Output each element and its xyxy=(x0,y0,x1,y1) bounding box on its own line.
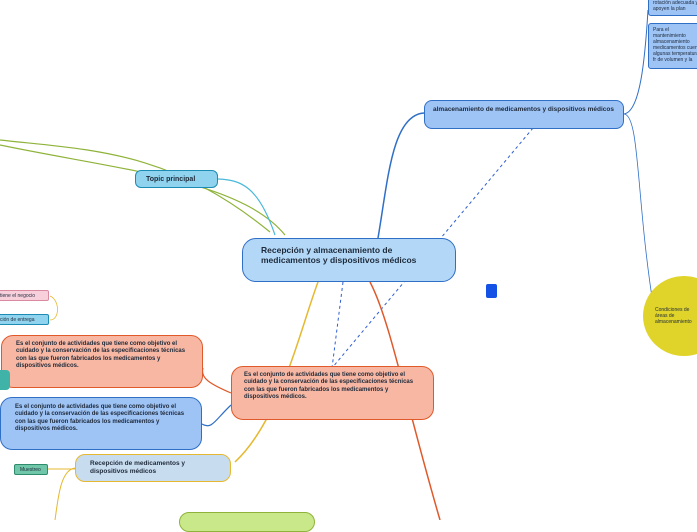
conditions-connector xyxy=(623,113,655,311)
tag-negocio[interactable]: tiene el negocio xyxy=(0,290,49,301)
salmon-left-connector xyxy=(201,367,232,394)
definition-node[interactable]: Es el conjunto de actividades que tiene … xyxy=(231,366,434,420)
olive-connector xyxy=(0,144,286,236)
topic-node[interactable]: Topic principal xyxy=(135,170,218,188)
storage-note-mid[interactable]: Para el mantenimiento almacenamiento med… xyxy=(648,23,697,69)
reception-left-connector xyxy=(54,467,76,520)
left-salmon-text: Es el conjunto de actividades que tiene … xyxy=(16,341,186,370)
dashed-relation-2 xyxy=(331,281,344,369)
connector-handle[interactable] xyxy=(486,284,497,298)
storage-note-top[interactable]: rotación adecuada y apoyen la plan xyxy=(648,0,697,16)
blue-left-connector xyxy=(201,404,232,427)
tag-negocio-label: tiene el negocio xyxy=(0,293,36,299)
tag-muestreo[interactable]: Muestreo xyxy=(14,464,48,475)
tag-entrega[interactable]: ción de entrega xyxy=(0,314,49,325)
left-salmon-node[interactable]: Es el conjunto de actividades que tiene … xyxy=(1,335,203,388)
tag-connector xyxy=(49,295,58,321)
green-node[interactable] xyxy=(179,512,315,532)
left-blue-text: Es el conjunto de actividades que tiene … xyxy=(15,404,185,433)
tag-entrega-label: ción de entrega xyxy=(0,317,35,323)
storage-note-top-text: rotación adecuada y apoyen la plan xyxy=(653,0,697,12)
topic-connector xyxy=(217,178,276,236)
tag-muestreo-label: Muestreo xyxy=(20,467,41,473)
storage-connector xyxy=(377,112,425,239)
olive-connector-2 xyxy=(0,139,271,233)
topic-label: Topic principal xyxy=(146,176,196,183)
conditions-label: Condiciones de áreas de almacenamiento xyxy=(655,307,692,325)
teal-fragment xyxy=(0,370,10,390)
left-blue-node[interactable]: Es el conjunto de actividades que tiene … xyxy=(0,397,202,450)
storage-node[interactable]: almacenamiento de medicamentos y disposi… xyxy=(424,100,624,129)
storage-note-mid-text: Para el mantenimiento almacenamiento med… xyxy=(653,27,697,63)
central-node[interactable]: Recepción y almacenamiento de medicament… xyxy=(242,238,456,282)
central-title: Recepción y almacenamiento de medicament… xyxy=(261,245,417,265)
storage-note-connector xyxy=(623,9,649,115)
storage-title: almacenamiento de medicamentos y disposi… xyxy=(433,106,614,113)
definition-text: Es el conjunto de actividades que tiene … xyxy=(244,372,414,401)
reception-node[interactable]: Recepción de medicamentos y dispositivos… xyxy=(75,454,231,482)
reception-title: Recepción de medicamentos y dispositivos… xyxy=(90,460,186,475)
